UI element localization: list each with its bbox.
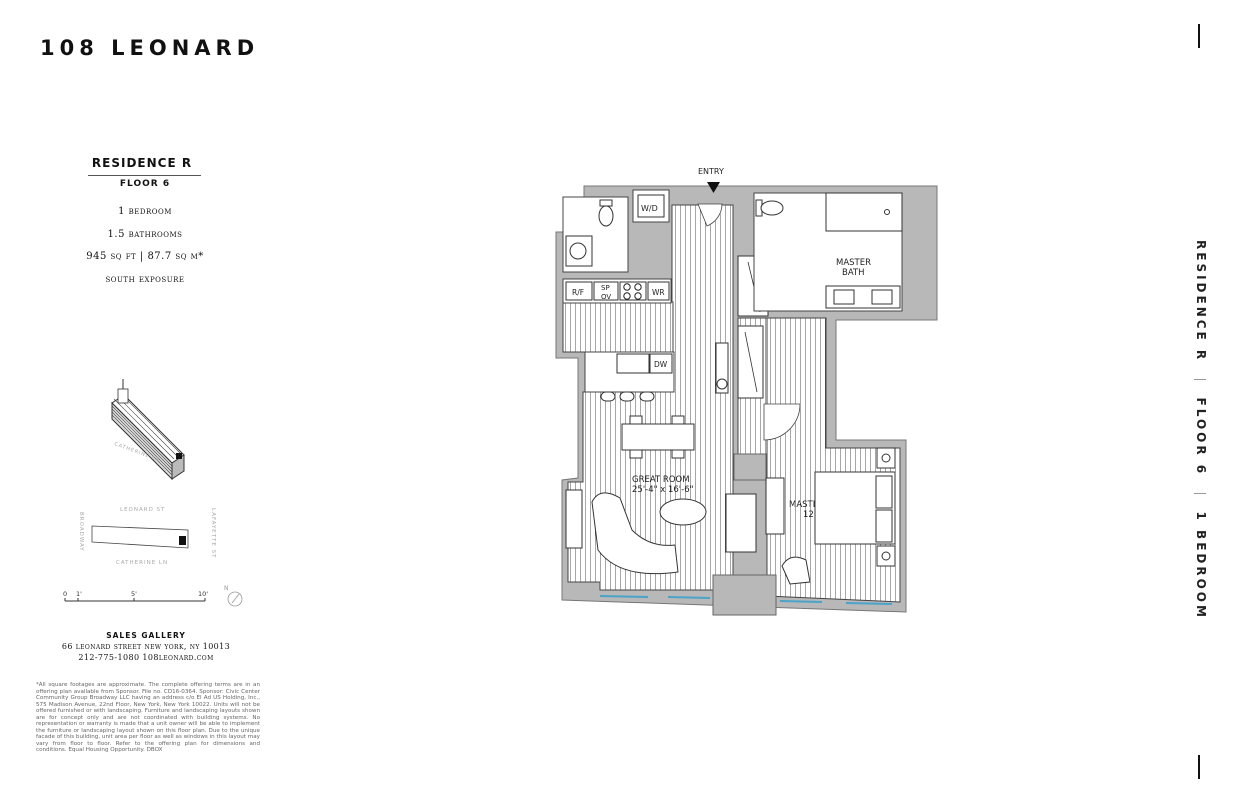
sales-gallery: SALES GALLERY 66 leonard street new york…	[40, 630, 252, 663]
master-bath-label-1: MASTER	[836, 258, 871, 268]
appliance-dw: DW	[654, 360, 668, 369]
north-arrow-icon: N	[224, 585, 243, 607]
spec-area: 945 sq ft | 87.7 sq m*	[86, 251, 204, 262]
cooktop-icon	[619, 281, 647, 301]
spec-bathrooms: 1.5 bathrooms	[107, 229, 183, 240]
side-floor: FLOOR 6	[1194, 397, 1208, 477]
sink-icon	[565, 235, 593, 267]
street-label-catherine: CATHERINE LN	[116, 560, 168, 566]
appliance-ov: OV	[601, 293, 611, 301]
scale-tick-1: 1'	[76, 590, 82, 598]
bottom-right-tick	[1198, 755, 1200, 779]
vanity-icon	[825, 285, 901, 309]
street-label-broadway: BROADWAY	[78, 512, 84, 552]
spec-bedrooms: 1 bedroom	[118, 206, 172, 217]
great-room-label: GREAT ROOM	[632, 475, 690, 485]
north-label: N	[224, 585, 229, 592]
side-divider-2	[1194, 493, 1207, 495]
dining-table-icon	[621, 415, 695, 459]
scale-tick-0: 0	[63, 590, 67, 598]
master-toilet-icon	[755, 199, 784, 217]
toilet-icon	[598, 199, 614, 227]
sofa-icon	[591, 492, 679, 575]
sales-heading: SALES GALLERY	[106, 631, 186, 640]
residence-floor: FLOOR 6	[119, 179, 171, 189]
street-label-leonard: LEONARD ST	[120, 507, 165, 513]
great-room-dims: 25'-4" x 16'-6"	[632, 485, 694, 495]
sales-address: 66 leonard street new york, ny 10013	[61, 642, 231, 651]
spec-exposure: south exposure	[105, 274, 185, 285]
street-label-lafayette: LAFAYETTE ST	[210, 508, 216, 558]
brand-title: 108 LEONARD	[40, 36, 260, 60]
entry-arrow-icon	[707, 182, 720, 193]
appliance-rf: R/F	[572, 288, 584, 297]
street-locator-map: LEONARD ST BROADWAY LAFAYETTE ST CATHERI…	[78, 507, 216, 566]
master-bath-label-2: BATH	[842, 268, 865, 278]
top-right-tick	[1198, 24, 1200, 48]
scale-tick-5: 5'	[131, 590, 137, 598]
scale-tick-10: 10'	[198, 590, 208, 598]
side-divider-1	[1194, 379, 1207, 381]
appliance-wr: WR	[652, 288, 665, 297]
residence-divider	[88, 175, 201, 176]
side-bedroom: 1 BEDROOM	[1194, 511, 1208, 620]
side-caption-text: RESIDENCE R FLOOR 6 1 BEDROOM	[1194, 240, 1208, 620]
appliance-wd: W/D	[641, 204, 658, 213]
side-caption: RESIDENCE R FLOOR 6 1 BEDROOM	[1178, 240, 1235, 620]
appliance-sp: SP	[601, 284, 610, 292]
building-isometric: CATHERINE LN	[111, 379, 185, 481]
entry-label: ENTRY	[698, 167, 724, 176]
disclaimer: *All square footages are approximate. Th…	[36, 682, 260, 753]
scale-bar: 0 1' 5' 10' N	[63, 585, 243, 607]
sales-contact: 212-775-1080 108leonard.com	[78, 653, 214, 662]
floor-plan: W/D ENTRY R/F SP OV WR DW GREAT ROOM 25'…	[555, 167, 938, 616]
residence-title: RESIDENCE R	[91, 156, 193, 170]
side-residence: RESIDENCE R	[1194, 240, 1208, 363]
bed-icon	[814, 471, 896, 545]
